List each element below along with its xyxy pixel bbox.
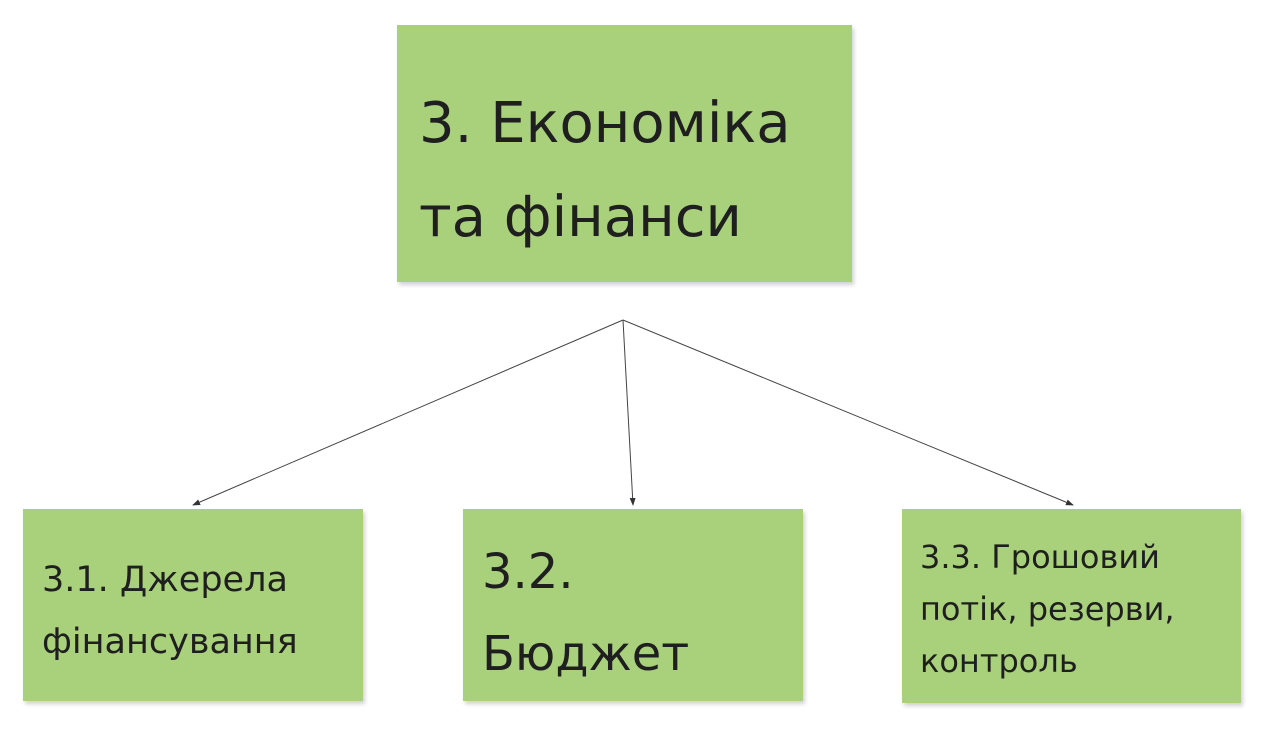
node-line: фінансування: [42, 622, 298, 662]
main-node-line: та фінанси: [419, 185, 742, 250]
arrow-to-child-2: [622, 319, 636, 506]
node-line: потік, резерви,: [920, 590, 1175, 628]
node-line: 3.1. Джерела: [42, 560, 288, 600]
arrow-to-child-3: [622, 319, 1074, 506]
node-line: Бюджет: [482, 626, 690, 682]
main-node-line: 3. Економіка: [419, 91, 791, 156]
node-line: контроль: [920, 642, 1078, 680]
arrow-to-child-1: [192, 319, 624, 506]
node-line: 3.3. Грошовий: [920, 538, 1160, 576]
child-node-cash-flow: 3.3. Грошовий потік, резерви, контроль: [902, 509, 1241, 703]
child-node-funding-sources: 3.1. Джерела фінансування: [23, 509, 363, 701]
child-node-budget: 3.2. Бюджет: [463, 509, 803, 701]
main-node: 3. Економіка та фінанси: [397, 25, 852, 282]
node-line: 3.2.: [482, 544, 574, 600]
